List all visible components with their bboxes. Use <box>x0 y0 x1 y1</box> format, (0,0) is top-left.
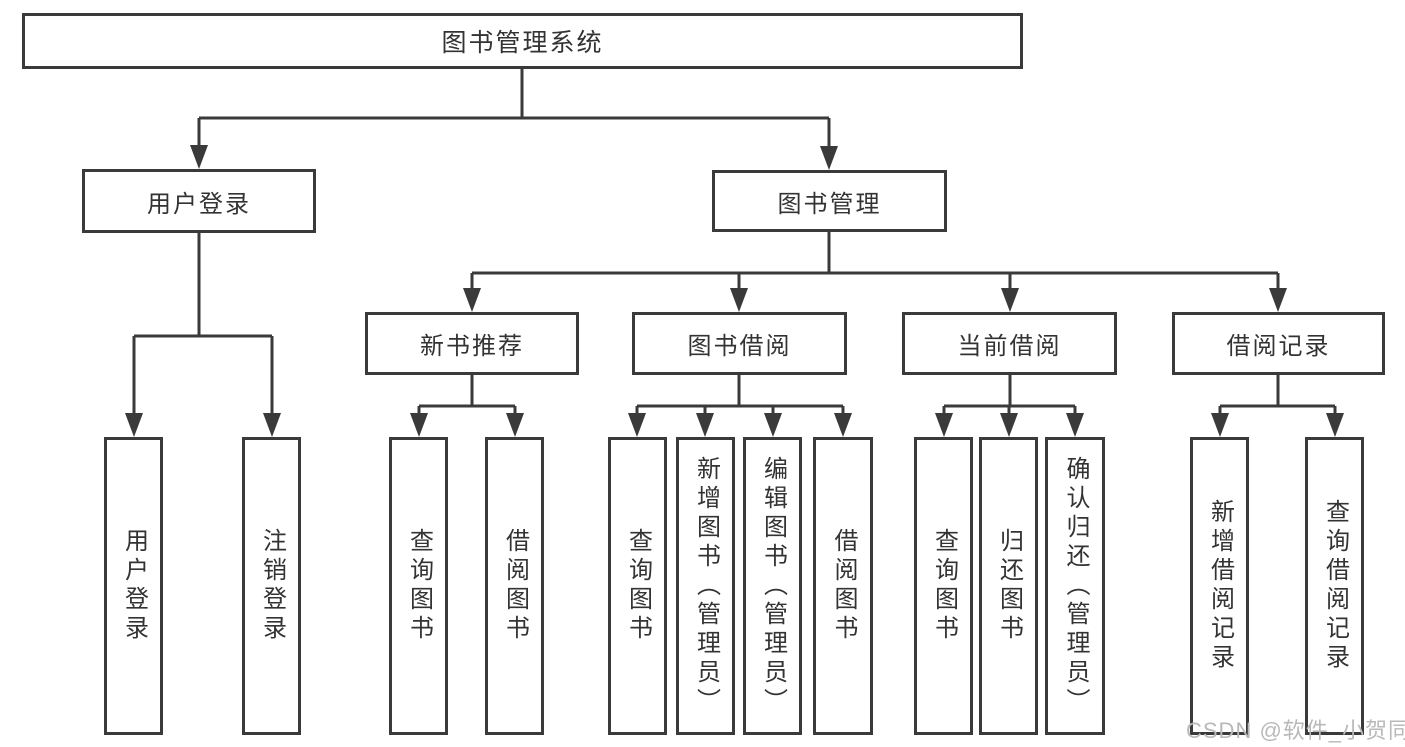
leaf-confirm-return-admin: 确认归还（管理员） <box>1045 437 1105 735</box>
node-label: 确认归还（管理员） <box>1062 455 1089 717</box>
node-label: 当前借阅 <box>957 333 1062 360</box>
node-label: 用户登录 <box>120 528 148 644</box>
node-borrowing-records: 借阅记录 <box>1172 312 1385 375</box>
csdn-watermark: CSDN @软件_小贺同学 <box>1186 718 1405 743</box>
leaf-query-books-recommend: 查询图书 <box>389 437 448 735</box>
node-label: 借阅图书 <box>830 528 857 644</box>
node-label: 新增借阅记录 <box>1206 499 1234 673</box>
node-label: 查询图书 <box>930 528 958 644</box>
node-user-login: 用户登录 <box>82 169 316 233</box>
node-label: 新书推荐 <box>420 333 524 360</box>
leaf-query-books-borrowing: 查询图书 <box>608 437 667 735</box>
node-label: 查询图书 <box>405 528 433 644</box>
leaf-borrow-books-recommend: 借阅图书 <box>485 437 544 735</box>
node-label: 编辑图书（管理员） <box>759 455 787 717</box>
node-label: 图书管理 <box>777 190 882 218</box>
node-label: 图书借阅 <box>687 333 792 360</box>
node-book-borrowing: 图书借阅 <box>632 312 847 375</box>
node-label: 图书管理系统 <box>441 29 604 57</box>
leaf-add-borrow-record: 新增借阅记录 <box>1190 437 1249 735</box>
node-label: 借阅记录 <box>1226 333 1331 360</box>
leaf-logout: 注销登录 <box>242 437 301 735</box>
leaf-user-login: 用户登录 <box>104 437 163 735</box>
node-label: 查询借阅记录 <box>1321 499 1349 673</box>
node-new-book-recommend: 新书推荐 <box>365 312 579 375</box>
node-label: 归还图书 <box>995 528 1023 644</box>
leaf-query-books-current: 查询图书 <box>914 437 973 735</box>
node-book-management: 图书管理 <box>712 170 947 232</box>
leaf-add-book-admin: 新增图书（管理员） <box>676 437 735 735</box>
node-library-management-system: 图书管理系统 <box>22 13 1023 69</box>
node-label: 新增图书（管理员） <box>692 455 720 717</box>
node-current-borrowing: 当前借阅 <box>902 312 1117 375</box>
leaf-return-books: 归还图书 <box>979 437 1038 735</box>
leaf-edit-book-admin: 编辑图书（管理员） <box>743 437 802 735</box>
leaf-query-borrow-record: 查询借阅记录 <box>1305 437 1364 735</box>
node-label: 注销登录 <box>258 528 286 644</box>
leaf-borrow-books: 借阅图书 <box>813 437 873 735</box>
node-label: 用户登录 <box>147 190 251 218</box>
node-label: 借阅图书 <box>501 528 529 644</box>
node-label: 查询图书 <box>624 528 652 644</box>
